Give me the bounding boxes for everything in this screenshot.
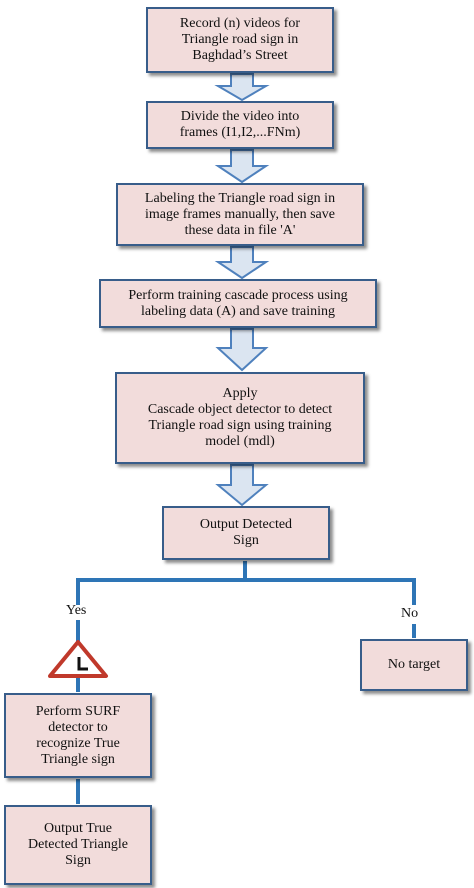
step-record-videos: Record (n) videos for Triangle road sign…	[146, 7, 334, 73]
step-apply-detector-text: Apply Cascade object detector to detect …	[147, 386, 333, 449]
step-label-frames-text: Labeling the Triangle road sign in image…	[144, 190, 336, 238]
branch-label-yes: Yes	[66, 603, 87, 618]
step-divide-frames-text: Divide the video into frames (I1,I2,...F…	[179, 109, 301, 140]
step-record-videos-text: Record (n) videos for Triangle road sign…	[179, 16, 301, 63]
step-output-true-sign: Output True Detected Triangle Sign	[4, 805, 152, 885]
step-output-detected-sign: Output Detected Sign	[162, 506, 330, 560]
step-label-frames: Labeling the Triangle road sign in image…	[116, 183, 364, 246]
step-surf-detector: Perform SURF detector to recognize True …	[4, 693, 152, 778]
step-divide-frames: Divide the video into frames (I1,I2,...F…	[146, 101, 334, 149]
step-no-target: No target	[360, 639, 468, 691]
step-train-cascade-text: Perform training cascade process using l…	[128, 287, 348, 319]
step-train-cascade: Perform training cascade process using l…	[99, 279, 377, 328]
connector-branch	[76, 578, 416, 605]
step-surf-detector-text: Perform SURF detector to recognize True …	[35, 703, 121, 767]
block-arrow-5	[215, 464, 269, 507]
block-arrow-4	[215, 328, 269, 372]
step-apply-detector: Apply Cascade object detector to detect …	[115, 372, 365, 464]
step-output-detected-sign-text: Output Detected Sign	[199, 517, 293, 548]
block-arrow-1	[214, 73, 270, 102]
block-arrow-3	[214, 246, 270, 280]
branch-label-no: No	[401, 606, 419, 621]
step-no-target-text: No target	[387, 657, 441, 672]
step-output-true-sign-text: Output True Detected Triangle Sign	[28, 821, 128, 868]
block-arrow-2	[214, 149, 270, 184]
triangle-warning-sign-icon	[48, 640, 108, 678]
